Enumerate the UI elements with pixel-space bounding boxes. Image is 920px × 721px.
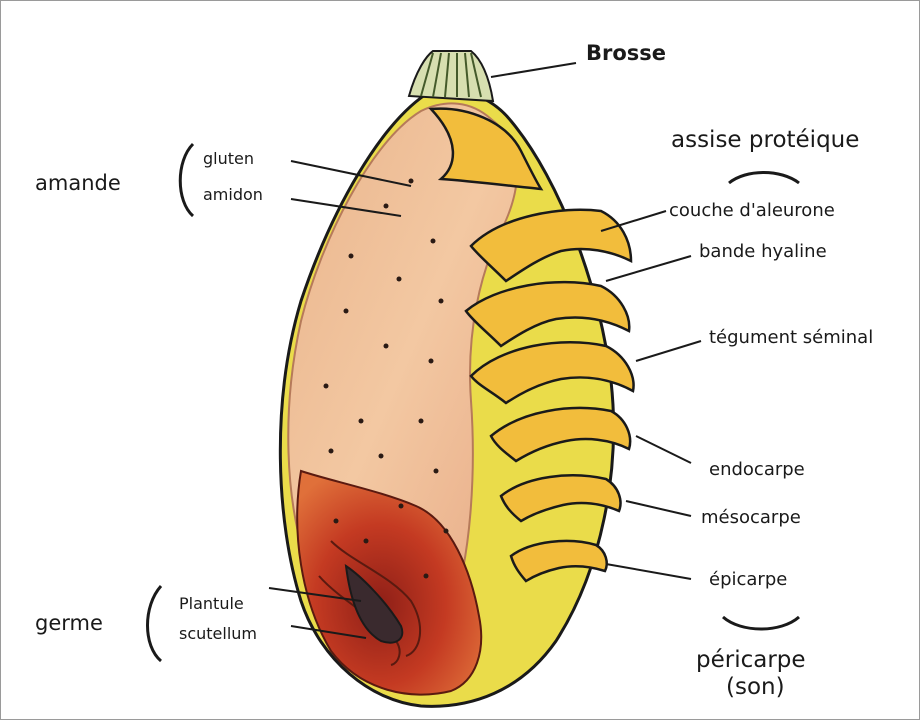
brosse-brush	[409, 51, 493, 101]
amande-bracket	[180, 144, 193, 216]
label-plantule: Plantule	[179, 596, 244, 612]
label-amande: amande	[35, 173, 121, 194]
label-mesocarpe: mésocarpe	[701, 509, 801, 527]
label-endocarpe: endocarpe	[709, 461, 805, 479]
label-scutellum: scutellum	[179, 626, 257, 642]
pericarpe-arc	[723, 617, 799, 629]
germe-bracket	[148, 586, 162, 661]
label-pericarpe: péricarpe	[696, 649, 806, 672]
label-gluten: gluten	[203, 151, 254, 167]
label-couche-aleurone: couche d'aleurone	[669, 202, 835, 220]
label-tegument-seminal: tégument séminal	[709, 329, 873, 347]
label-brosse: Brosse	[586, 43, 666, 64]
assise-arc	[729, 173, 799, 184]
label-bande-hyaline: bande hyaline	[699, 243, 827, 261]
label-amidon: amidon	[203, 187, 263, 203]
label-son: (son)	[726, 676, 785, 699]
label-germe: germe	[35, 613, 103, 634]
label-epicarpe: épicarpe	[709, 571, 787, 589]
label-assise-proteique: assise protéique	[671, 129, 859, 152]
